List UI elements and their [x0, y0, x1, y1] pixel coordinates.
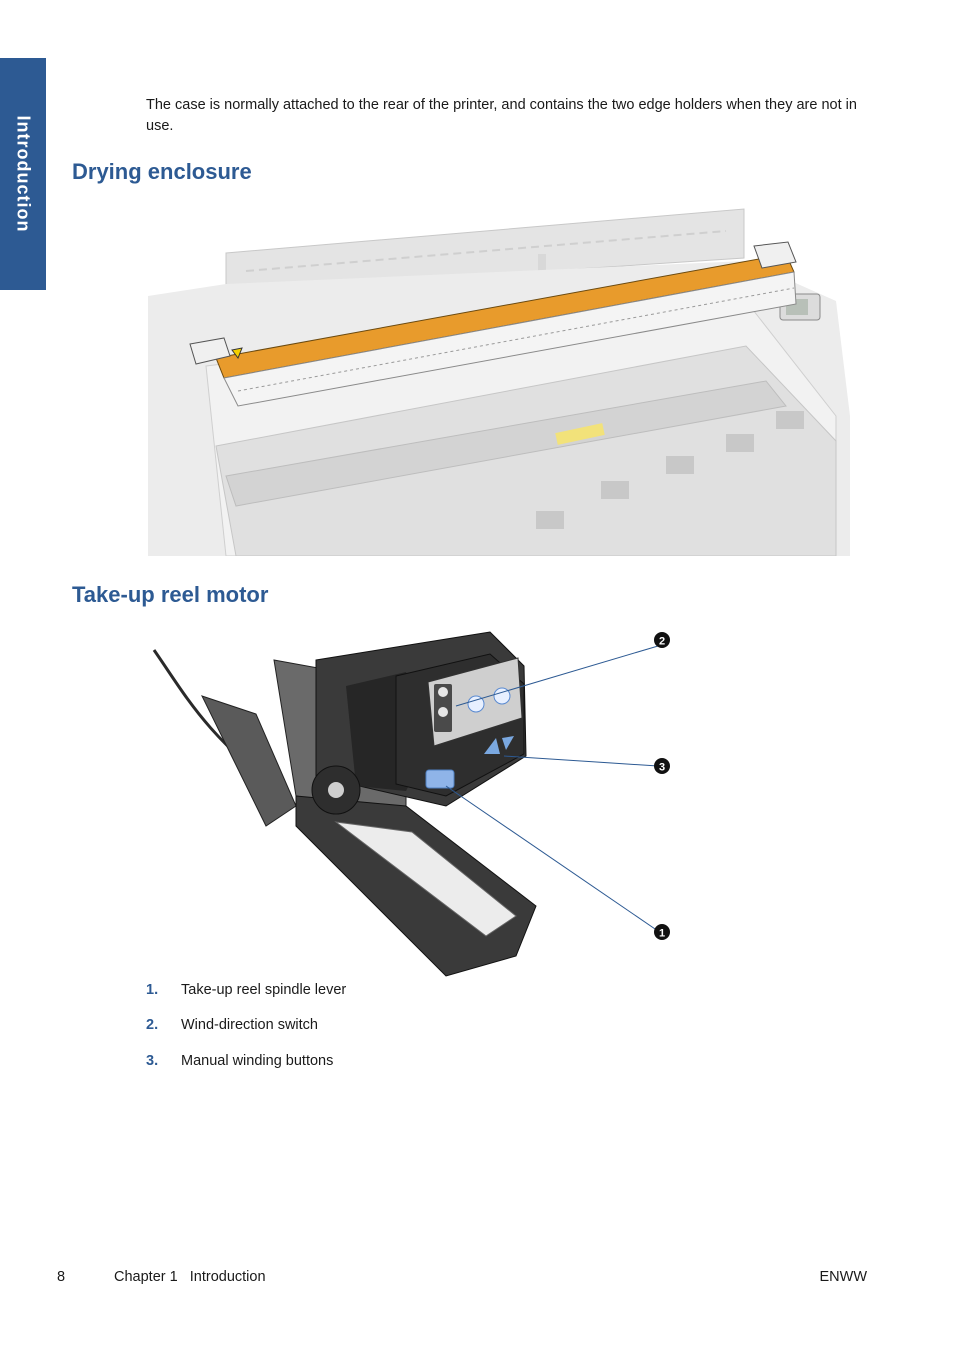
drying-enclosure-figure [148, 208, 850, 556]
svg-text:2: 2 [659, 636, 665, 648]
side-tab-label: Introduction [13, 115, 34, 233]
heading-drying-enclosure: Drying enclosure [72, 159, 252, 184]
take-up-reel-motor-figure: 2 3 1 [152, 631, 670, 977]
svg-text:1: 1 [659, 928, 665, 940]
footer-chapter: Chapter 1 Introduction [114, 1269, 266, 1285]
svg-text:3: 3 [659, 762, 665, 774]
callout-marker-2: 2 [654, 632, 670, 648]
heading-take-up-reel-motor: Take-up reel motor [72, 582, 269, 607]
legend-number: 1. [146, 982, 159, 998]
callout-marker-3: 3 [654, 758, 670, 774]
legend-number: 3. [146, 1053, 159, 1069]
footer-locale: ENWW [819, 1269, 867, 1285]
side-tab: Introduction [0, 58, 46, 290]
intro-paragraph: The case is normally attached to the rea… [146, 97, 857, 134]
callout-marker-1: 1 [654, 924, 670, 940]
legend-label: Manual winding buttons [181, 1053, 334, 1069]
footer-page-number: 8 [57, 1269, 66, 1285]
legend-label: Wind-direction switch [181, 1017, 318, 1033]
legend-number: 2. [146, 1017, 159, 1033]
legend-label: Take-up reel spindle lever [181, 982, 347, 998]
